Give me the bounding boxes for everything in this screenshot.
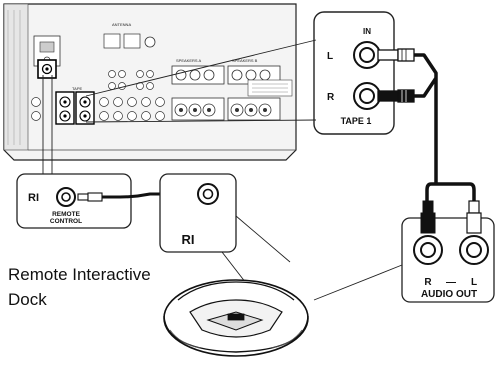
remote-label-line1: REMOTE [52,211,80,218]
tape-right-label: R [327,92,335,103]
audio-out-box: R — L AUDIO OUT [401,200,495,303]
dock-illustration [163,279,309,357]
tape-left-label: L [327,51,333,62]
tape-1-box: IN L R TAPE 1 [313,11,395,135]
audio-out-right-label: R [424,277,432,288]
remote-control-box: RI REMOTE CONTROL [16,173,132,229]
tape-right-plug [377,89,415,103]
audio-out-cable [425,176,476,201]
speakers-b-label: SPEAKERS B [232,58,258,63]
receiver-rear-panel: ANTENNA SPEAKERS A SPEAKERS B [3,3,297,161]
tape-in-label: IN [363,27,371,36]
tape-left-plug [377,48,415,62]
tape-jack-label: TAPE [72,86,82,91]
audio-out-left-label: L [471,277,477,288]
dock-ri-logo: RI [182,232,195,247]
remote-label-line2: CONTROL [50,218,82,225]
dock-label: Remote Interactive Dock [8,262,151,312]
audio-out-title: AUDIO OUT [421,289,477,300]
dock-label-line1: Remote Interactive [8,265,151,284]
antenna-label: ANTENNA [112,22,131,27]
tape-1-title: TAPE 1 [341,116,372,126]
audio-out-dash: — [446,277,456,288]
speakers-a-label: SPEAKERS A [176,58,201,63]
remote-ri-logo: RI [28,192,39,204]
tape-cable [414,53,438,176]
dock-ri-box: RI [159,173,237,253]
dock-label-line2: Dock [8,290,47,309]
